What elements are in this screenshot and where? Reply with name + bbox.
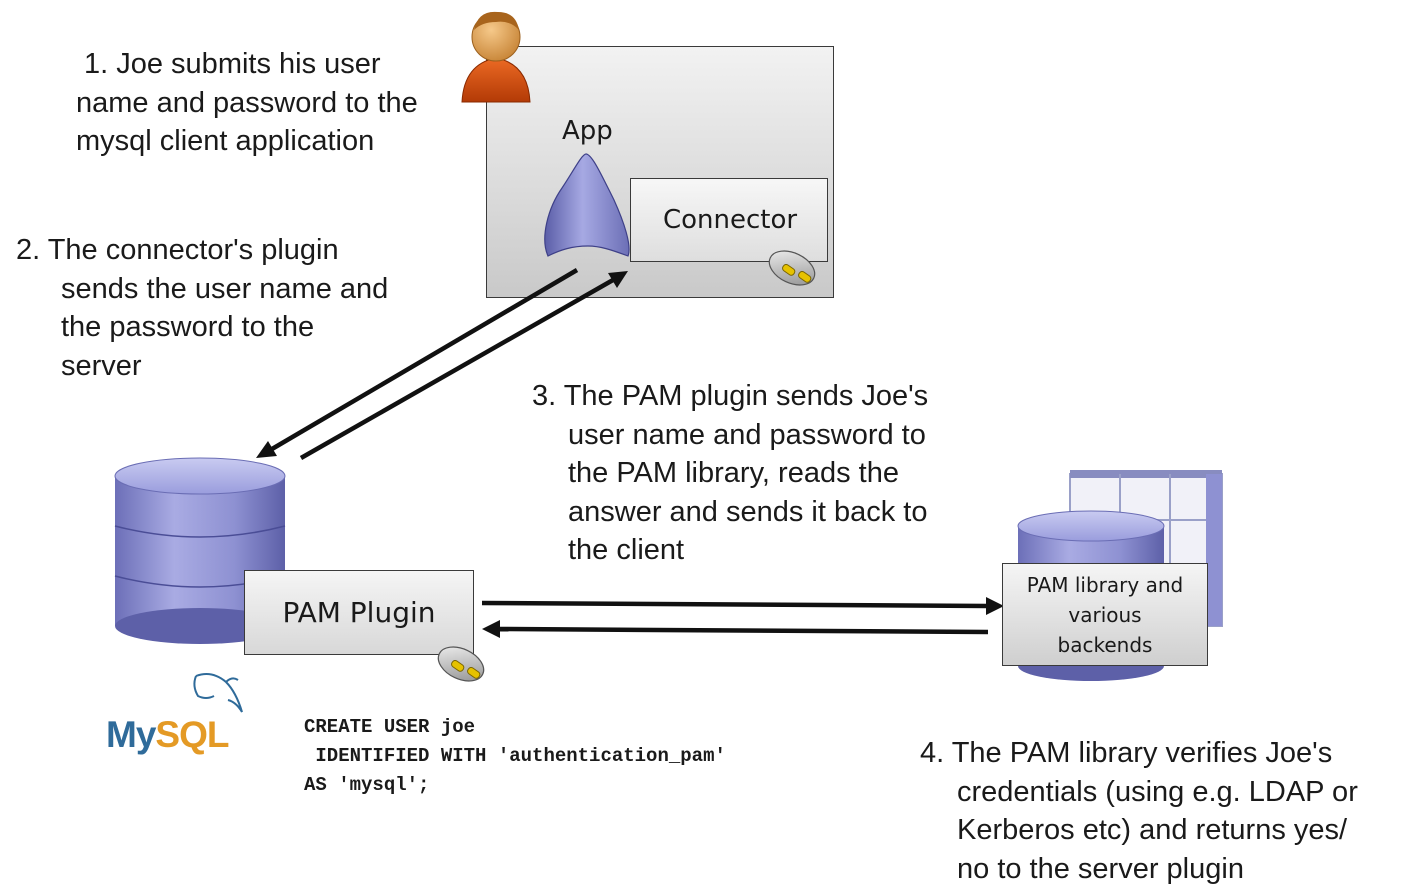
code-line: CREATE USER joe <box>304 716 475 738</box>
code-line: AS 'mysql'; <box>304 774 429 796</box>
mysql-logo-my: My <box>106 714 155 755</box>
code-line: IDENTIFIED WITH 'authentication_pam' <box>304 745 726 767</box>
sql-code-block: CREATE USER joe IDENTIFIED WITH 'authent… <box>304 713 726 800</box>
plug-icon <box>433 640 489 687</box>
mysql-logo-sql: SQL <box>155 714 228 755</box>
plug-icon <box>764 244 820 291</box>
mysql-logo: MySQL <box>106 714 228 756</box>
